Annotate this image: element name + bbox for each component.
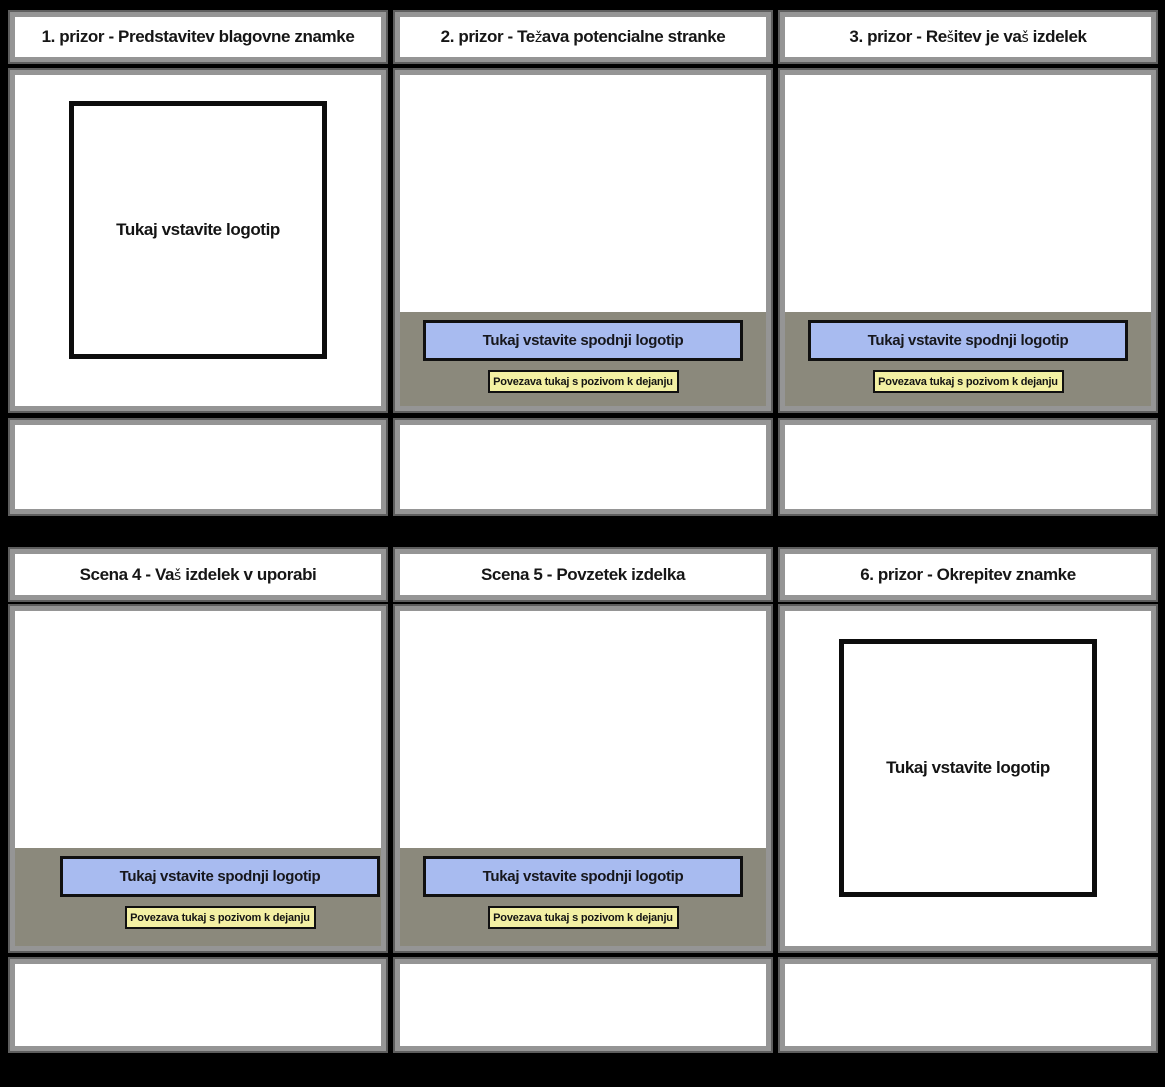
- scene-5-title-bar: Scena 5 - Povzetek izdelka: [393, 547, 773, 602]
- logo-placeholder-label: Tukaj vstavite logotip: [886, 758, 1050, 777]
- cta-link-button[interactable]: Povezava tukaj s pozivom k dejanju: [872, 370, 1064, 393]
- scene-3-title-bar: 3. prizor - Rešitev je vaš izdelek: [778, 10, 1158, 64]
- bottom-logo-placeholder-button[interactable]: Tukaj vstavite spodnji logotip: [808, 320, 1128, 361]
- scene-1-title-bar: 1. prizor - Predstavitev blagovne znamke: [8, 10, 388, 64]
- scene-6-title: 6. prizor - Okrepitev znamke: [860, 564, 1076, 584]
- logo-placeholder-label: Tukaj vstavite logotip: [116, 220, 280, 239]
- scene-2-title: 2. prizor - Težava potencialne stranke: [440, 27, 726, 46]
- scene-6-canvas[interactable]: Tukaj vstavite logotip: [778, 604, 1158, 953]
- scene-2-title-bar: 2. prizor - Težava potencialne stranke: [393, 10, 773, 64]
- scene-1-title: 1. prizor - Predstavitev blagovne znamke: [41, 27, 355, 46]
- bottom-logo-placeholder-button[interactable]: Tukaj vstavite spodnji logotip: [423, 856, 743, 897]
- footer-band: Tukaj vstavite spodnji logotip Povezava …: [400, 312, 766, 406]
- logo-placeholder-box[interactable]: Tukaj vstavite logotip: [839, 639, 1097, 897]
- scene-4-description-box[interactable]: [8, 957, 388, 1053]
- footer-band: Tukaj vstavite spodnji logotip Povezava …: [400, 848, 766, 946]
- scene-3-title: 3. prizor - Rešitev je vaš izdelek: [849, 27, 1087, 46]
- cta-link-button[interactable]: Povezava tukaj s pozivom k dejanju: [124, 906, 316, 929]
- scene-2-canvas[interactable]: Tukaj vstavite spodnji logotip Povezava …: [393, 68, 773, 413]
- cta-link-button[interactable]: Povezava tukaj s pozivom k dejanju: [487, 906, 679, 929]
- scene-4-title-bar: Scena 4 - Vaš izdelek v uporabi: [8, 547, 388, 602]
- scene-5-canvas[interactable]: Tukaj vstavite spodnji logotip Povezava …: [393, 604, 773, 953]
- scene-6-title-bar: 6. prizor - Okrepitev znamke: [778, 547, 1158, 602]
- footer-band: Tukaj vstavite spodnji logotip Povezava …: [785, 312, 1151, 406]
- scene-4-title: Scena 4 - Vaš izdelek v uporabi: [79, 564, 317, 584]
- cta-link-button[interactable]: Povezava tukaj s pozivom k dejanju: [487, 370, 679, 393]
- bottom-logo-placeholder-button[interactable]: Tukaj vstavite spodnji logotip: [423, 320, 743, 361]
- scene-2-description-box[interactable]: [393, 418, 773, 516]
- scene-1-canvas[interactable]: Tukaj vstavite logotip: [8, 68, 388, 413]
- footer-band: Tukaj vstavite spodnji logotip Povezava …: [15, 848, 381, 946]
- scene-1-description-box[interactable]: [8, 418, 388, 516]
- scene-3-canvas[interactable]: Tukaj vstavite spodnji logotip Povezava …: [778, 68, 1158, 413]
- scene-4-canvas[interactable]: Tukaj vstavite spodnji logotip Povezava …: [8, 604, 388, 953]
- scene-5-title: Scena 5 - Povzetek izdelka: [480, 564, 686, 584]
- scene-6-description-box[interactable]: [778, 957, 1158, 1053]
- scene-3-description-box[interactable]: [778, 418, 1158, 516]
- bottom-logo-placeholder-button[interactable]: Tukaj vstavite spodnji logotip: [60, 856, 380, 897]
- logo-placeholder-box[interactable]: Tukaj vstavite logotip: [69, 101, 327, 359]
- scene-5-description-box[interactable]: [393, 957, 773, 1053]
